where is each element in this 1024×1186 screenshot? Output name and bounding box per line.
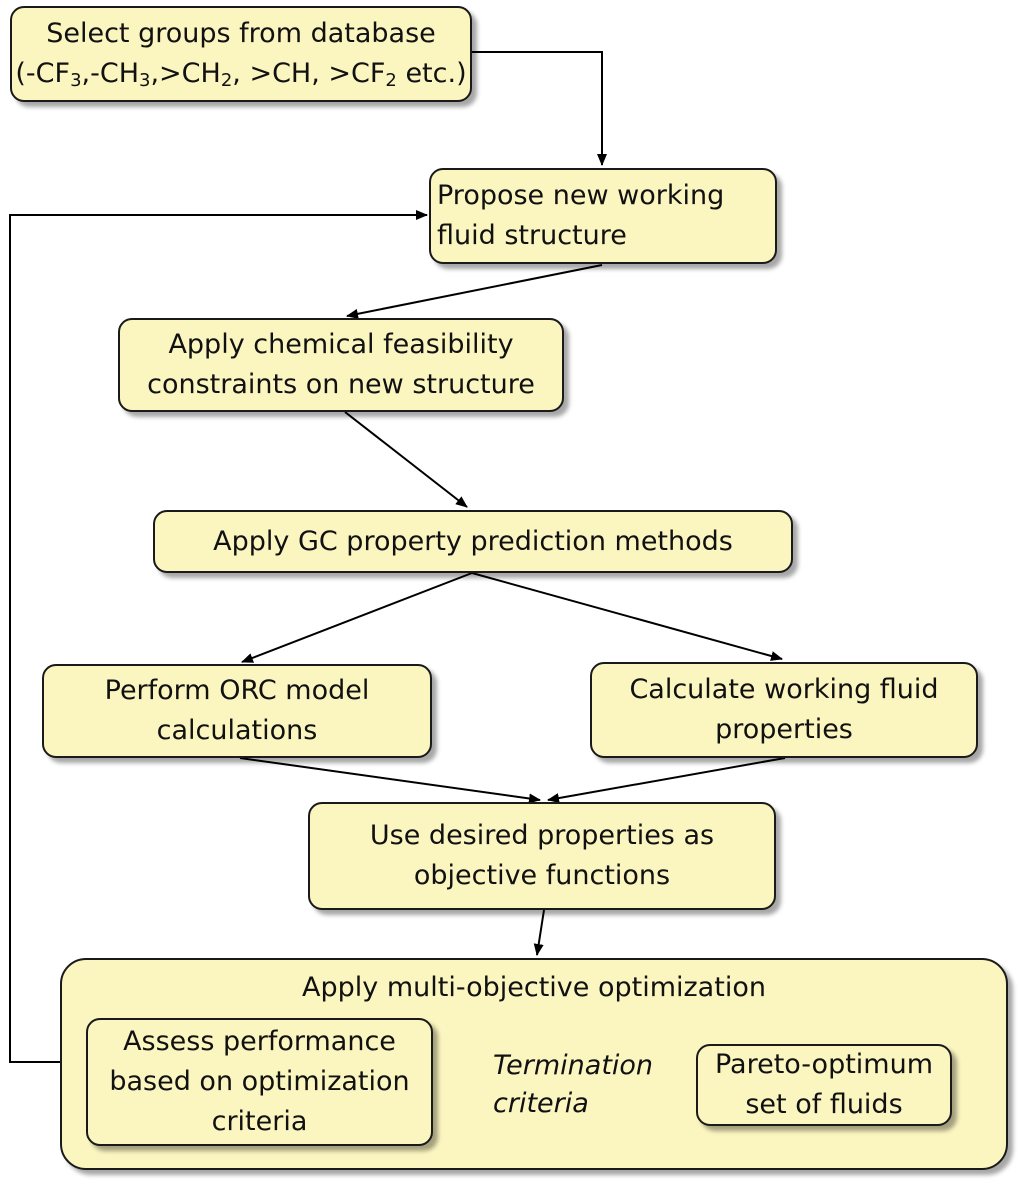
arrow-propose-to-feasibility (346, 264, 603, 319)
arrow-calc-props-to-objectives (547, 757, 786, 804)
pareto-optimum-box: Pareto-optimum set of fluids (696, 1044, 952, 1126)
assess-line2: based on optimization (109, 1066, 410, 1097)
arrow-select-to-propose (470, 51, 607, 166)
assess-performance-box: Assess performance based on optimization… (86, 1018, 433, 1146)
assess-line1: Assess performance (123, 1026, 396, 1057)
arrow-feasibility-to-gc (344, 411, 468, 508)
objectives-line2: objective functions (413, 860, 671, 891)
assess-line3: criteria (211, 1106, 308, 1137)
pareto-line2: set of fluids (745, 1089, 903, 1120)
select-groups-box: Select groups from database (-CF3,-CH3,>… (10, 6, 472, 102)
select-groups-line1: Select groups from database (46, 18, 436, 49)
calc-props-line2: properties (715, 714, 853, 745)
termination-line2: criteria (493, 1088, 589, 1119)
arrow-gc-to-orc (241, 572, 473, 663)
feasibility-line1: Apply chemical feasibility (168, 329, 514, 360)
propose-line1: Propose new working (437, 180, 725, 211)
arrow-gc-to-calc-props (471, 572, 783, 661)
orc-line2: calculations (156, 715, 318, 746)
arrow-objectives-to-multi-obj (533, 909, 545, 956)
select-groups-line2: (-CF3,-CH3,>CH2, >CH, >CF2 etc.) (15, 58, 467, 91)
pareto-line1: Pareto-optimum (714, 1049, 934, 1080)
calc-properties-box: Calculate working fluid properties (590, 662, 978, 758)
objectives-line1: Use desired properties as (369, 820, 715, 851)
arrow-loop-back-to-propose (9, 210, 428, 1063)
calc-props-line1: Calculate working fluid (629, 674, 939, 705)
propose-structure-box: Propose new working fluid structure (429, 168, 777, 264)
propose-line2: fluid structure (437, 220, 627, 251)
arrow-orc-to-objectives (239, 757, 541, 804)
multi-objective-title: Apply multi-objective optimization (302, 972, 766, 1003)
orc-line1: Perform ORC model (104, 675, 370, 706)
gc-methods-line1: Apply GC property prediction methods (213, 525, 733, 557)
termination-criteria-label: Termination criteria (493, 1047, 653, 1123)
gc-methods-box: Apply GC property prediction methods (153, 510, 793, 573)
orc-model-box: Perform ORC model calculations (42, 664, 432, 758)
termination-line1: Termination (493, 1050, 654, 1081)
objective-functions-box: Use desired properties as objective func… (308, 802, 776, 910)
feasibility-constraints-box: Apply chemical feasibility constraints o… (118, 318, 564, 412)
feasibility-line2: constraints on new structure (147, 369, 535, 400)
